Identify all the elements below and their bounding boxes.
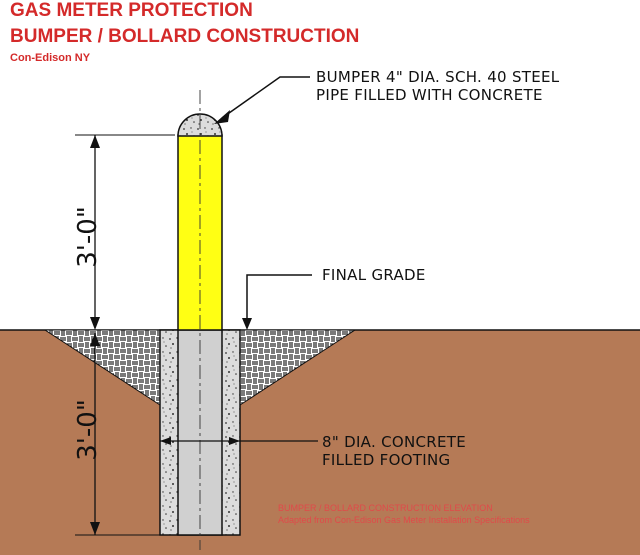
source-label: Con-Edison NY [10,52,91,64]
footing-callout-line-2: FILLED FOOTING [322,451,451,469]
title-line-2: BUMPER / BOLLARD CONSTRUCTION [10,26,360,47]
dim-above-arrow-bottom [90,317,100,330]
watermark-line-1: BUMPER / BOLLARD CONSTRUCTION ELEVATION [278,503,493,513]
footing-arrow-right [229,437,240,445]
dim-below-arrow-top [90,333,100,346]
dim-above-arrow-top [90,135,100,148]
final-grade-arrow [242,318,252,330]
bumper-callout-line-1: BUMPER 4" DIA. SCH. 40 STEEL [316,68,560,86]
footing-callout-line-1: 8" DIA. CONCRETE [322,433,467,451]
dim-below-arrow-bottom [90,522,100,535]
final-grade-leader [246,274,312,322]
bumper-leader [221,76,310,119]
bumper-callout-line-2: PIPE FILLED WITH CONCRETE [316,86,543,104]
dimension-above-grade: 3'-0" [73,206,103,268]
bumper-arrow [214,110,230,124]
dimension-below-grade: 3'-0" [73,399,103,461]
final-grade-label: FINAL GRADE [322,266,426,284]
watermark-line-2: Adapted from Con-Edison Gas Meter Instal… [278,515,530,525]
footing-arrow-left [160,437,171,445]
title-line-1: GAS METER PROTECTION [10,0,253,21]
